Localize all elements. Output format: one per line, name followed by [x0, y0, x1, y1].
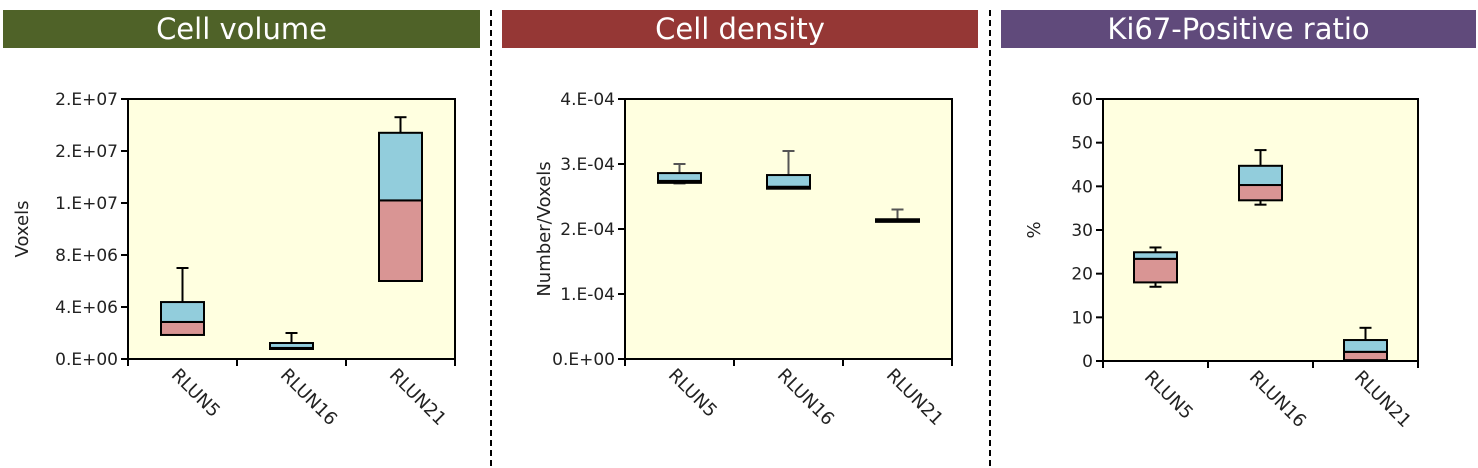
x-tick-label: RLUN5 — [1140, 367, 1197, 424]
box-lower-rlun5 — [1133, 257, 1178, 284]
plot-area — [1102, 98, 1419, 362]
y-axis-label: Voxels — [12, 201, 33, 258]
x-tick-label: RLUN16 — [773, 365, 838, 430]
y-tick-label: 20 — [1071, 265, 1093, 285]
y-tick-label: 0.E+00 — [552, 350, 615, 370]
y-tick-label: 3.E-04 — [560, 155, 615, 175]
box-upper-rlun5 — [1133, 251, 1178, 260]
header-cell-density: Cell density — [502, 10, 978, 48]
y-tick-label: 40 — [1071, 177, 1093, 197]
dashed-divider — [989, 10, 991, 466]
y-tick-label: 1.E+07 — [55, 194, 118, 214]
y-axis-label: % — [1024, 221, 1045, 238]
x-tick-label: RLUN5 — [664, 365, 721, 422]
y-tick-label: 0 — [1082, 352, 1093, 372]
box-upper-rlun21 — [378, 131, 423, 202]
box-upper-rlun16 — [766, 174, 811, 188]
dashed-divider — [490, 10, 492, 466]
box-upper-rlun5 — [657, 172, 702, 182]
y-tick-label: 2.E-04 — [560, 220, 615, 240]
box-lower-rlun21 — [1343, 350, 1388, 362]
x-tick-label: RLUN21 — [385, 365, 450, 430]
header-ki67-ratio: Ki67-Positive ratio — [1001, 10, 1476, 48]
box-upper-rlun21 — [1343, 339, 1388, 353]
y-tick-label: 0.E+00 — [55, 350, 118, 370]
box-lower-rlun16 — [1238, 184, 1283, 202]
box-lower-rlun21 — [378, 199, 423, 282]
y-tick-label: 4.E+06 — [55, 298, 118, 318]
y-tick-label: 2.E+07 — [55, 90, 118, 110]
box-upper-rlun16 — [1238, 164, 1283, 187]
x-tick-label: RLUN21 — [1350, 367, 1415, 432]
box-upper-rlun21 — [875, 218, 920, 222]
y-axis-label: Number/Voxels — [534, 161, 555, 296]
y-tick-label: 10 — [1071, 308, 1093, 328]
x-tick-label: RLUN16 — [276, 365, 341, 430]
y-tick-label: 50 — [1071, 134, 1093, 154]
y-tick-label: 1.E-04 — [560, 285, 615, 305]
x-tick-label: RLUN5 — [167, 365, 224, 422]
header-cell-volume: Cell volume — [3, 10, 480, 48]
y-tick-label: 8.E+06 — [55, 246, 118, 266]
y-tick-label: 4.E-04 — [560, 90, 615, 110]
y-tick-label: 2.E+07 — [55, 142, 118, 162]
x-tick-label: RLUN16 — [1245, 367, 1310, 432]
y-tick-label: 60 — [1071, 90, 1093, 110]
box-upper-rlun5 — [160, 301, 205, 323]
x-tick-label: RLUN21 — [882, 365, 947, 430]
plot-area — [624, 98, 953, 360]
box-upper-rlun16 — [269, 342, 314, 349]
y-tick-label: 30 — [1071, 221, 1093, 241]
box-lower-rlun5 — [160, 320, 205, 336]
